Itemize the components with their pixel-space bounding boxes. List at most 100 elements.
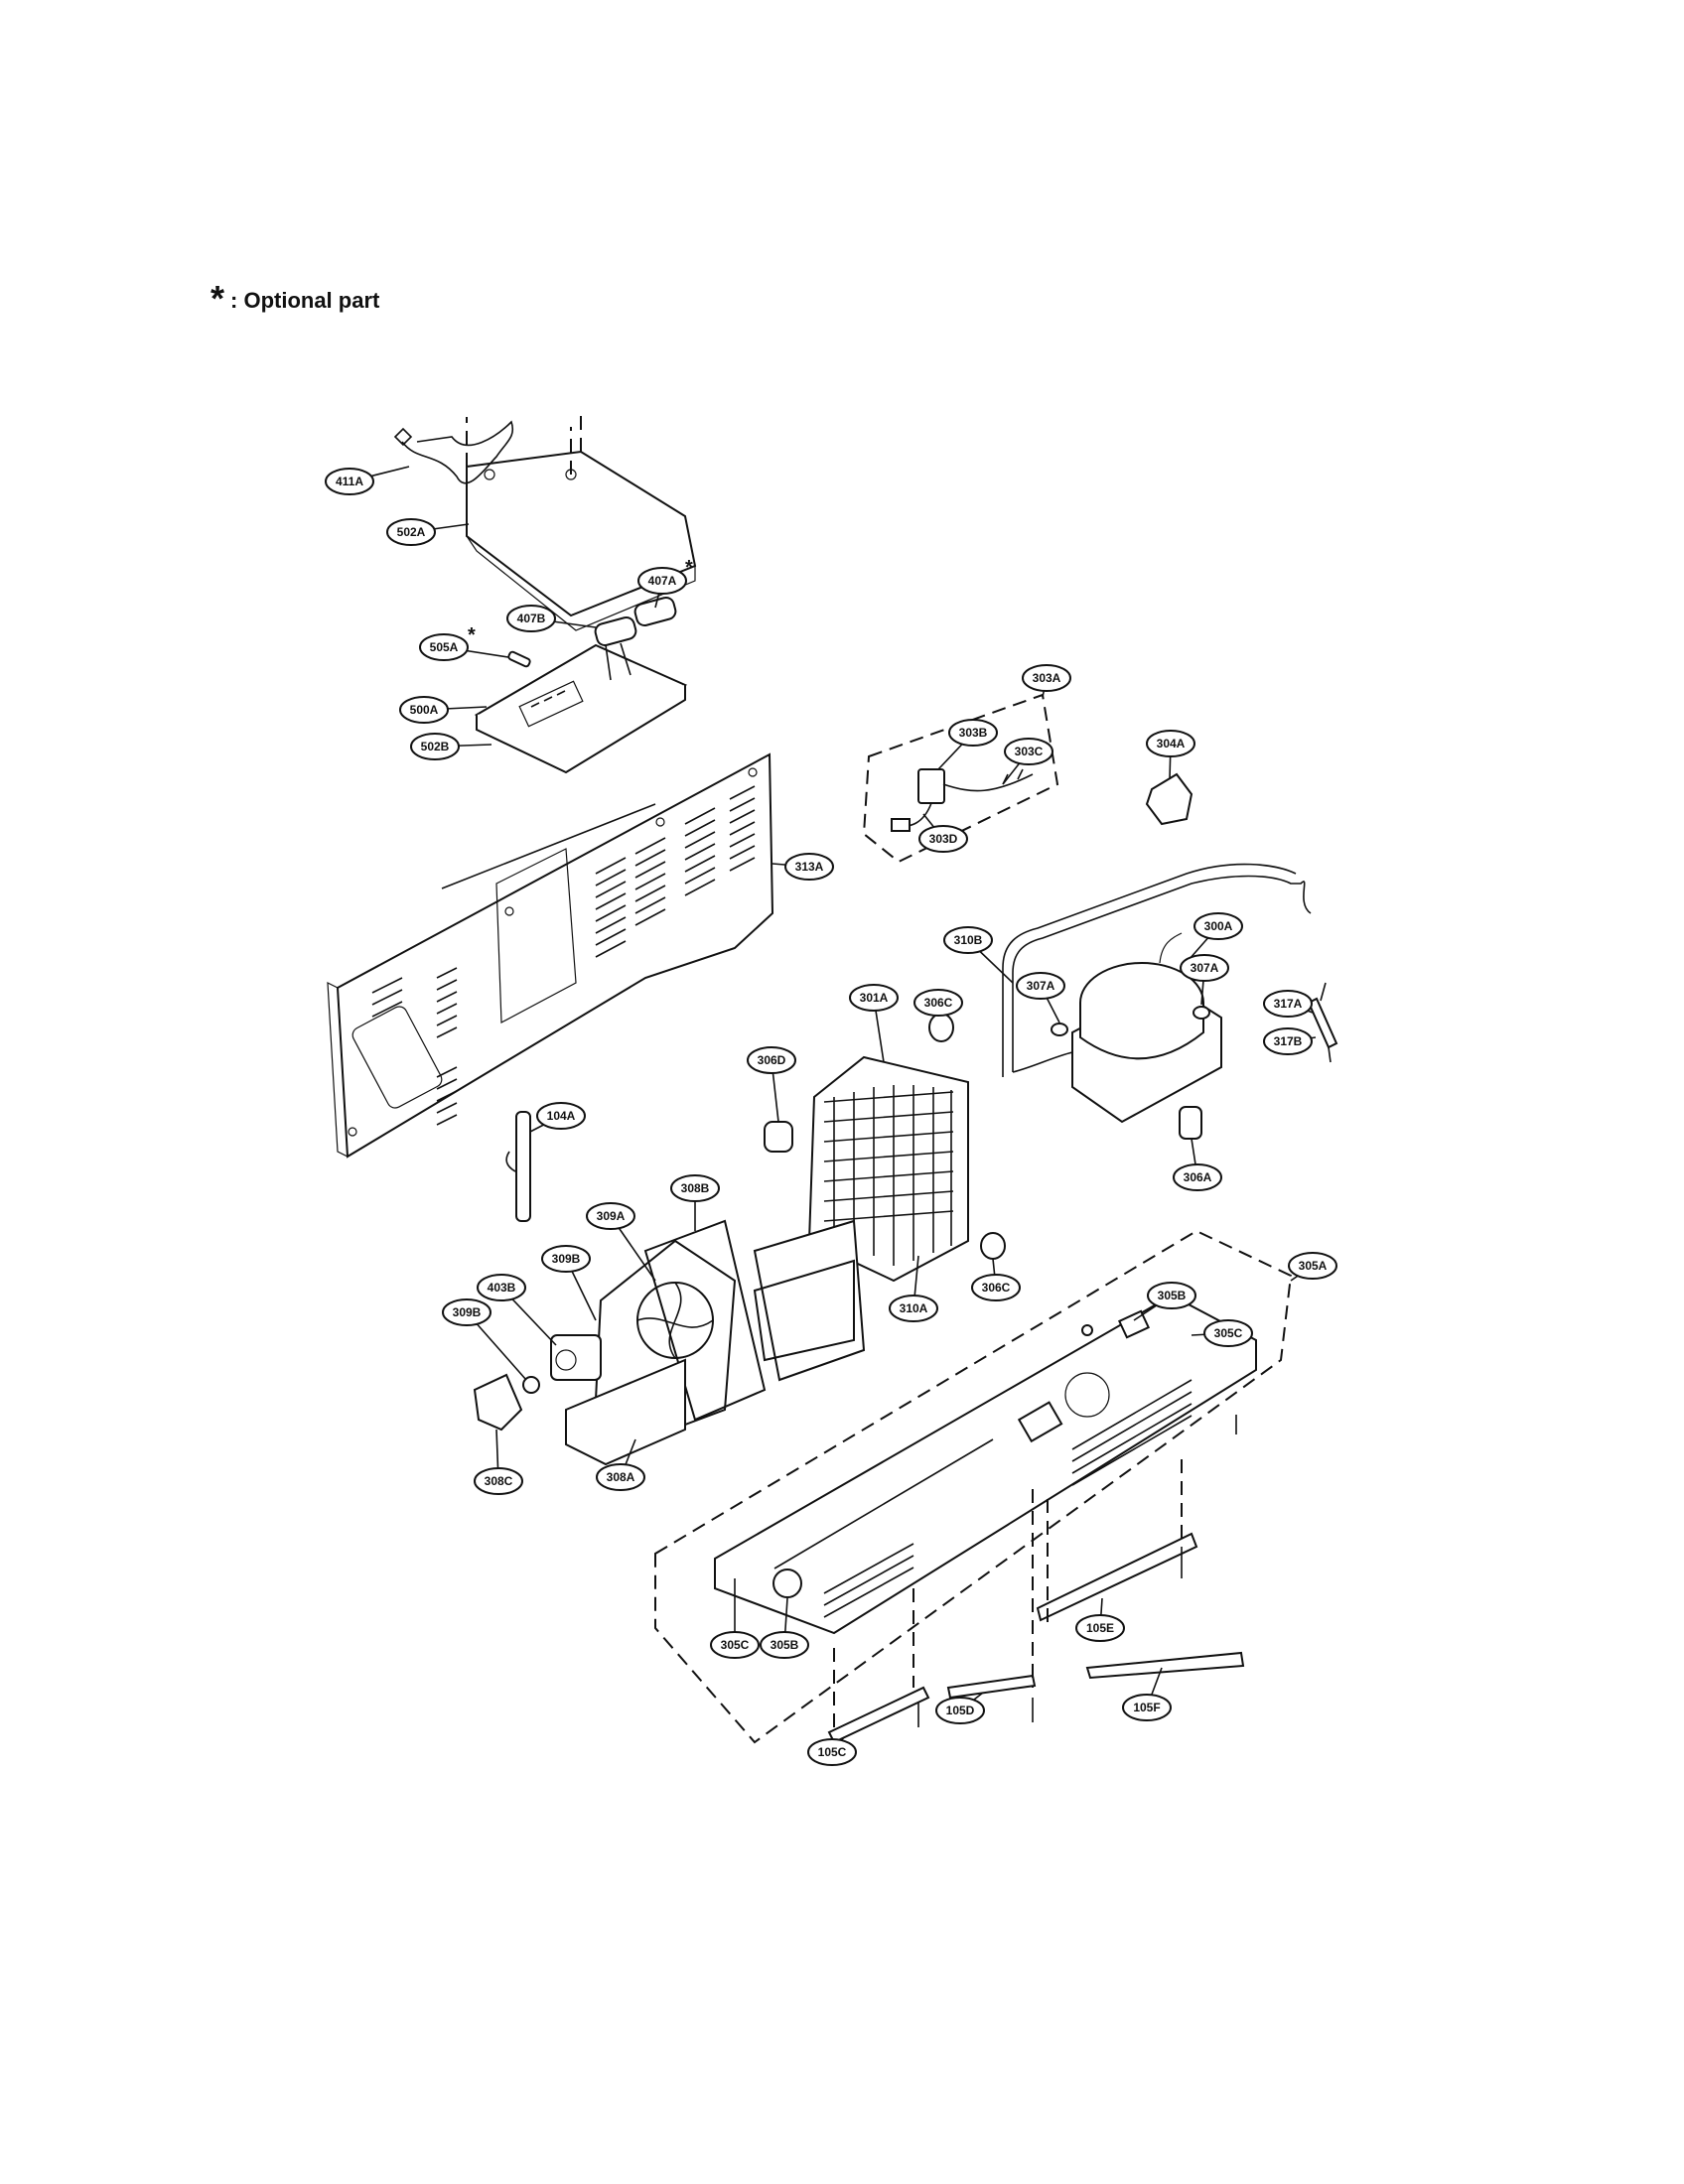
part-number-label: 308A [607,1470,635,1484]
callout-oval [1263,1027,1313,1055]
callout-317b: 317B [1263,1027,1317,1055]
callout-oval [935,1697,985,1724]
cover-clip-304a [1145,772,1193,826]
motor-bracket-308a [565,1358,686,1466]
part-number-label: 303B [959,726,988,740]
callout-403b: 403B [477,1274,557,1346]
callout-oval [948,719,998,747]
callout-305a: 305A [1288,1252,1337,1282]
callout-308c: 308C [474,1429,523,1495]
callout-oval [710,1631,760,1659]
callout-407a: 407A [637,567,687,609]
callout-105c: 105C [807,1736,857,1766]
callout-305c-bottom: 305C [710,1603,760,1659]
callout-308a: 308A [596,1438,645,1491]
top-cover-502a [466,412,697,631]
callout-oval [1016,972,1065,1000]
part-number-label: 305C [721,1638,750,1652]
callout-309b-left: 309B [442,1298,527,1381]
callout-oval [1147,1282,1196,1309]
callout-105d: 105D [935,1692,985,1724]
callout-oval [541,1245,591,1273]
callout-oval [760,1631,809,1659]
part-number-label: 505A [430,640,459,654]
part-number-label: 305B [1158,1289,1187,1302]
callout-303b: 303B [937,719,998,770]
callout-oval [670,1174,720,1202]
callout-oval [474,1467,523,1495]
callout-oval [325,468,374,495]
callout-411a: 411A [325,466,410,495]
callout-oval [1022,664,1071,692]
motor-mount-308c [473,1373,523,1432]
callout-306d: 306D [747,1046,796,1123]
callout-oval [1122,1694,1172,1721]
callout-300a: 300A [1181,912,1243,969]
part-number-label: 500A [410,703,439,717]
callout-303a: 303A [1022,664,1071,698]
part-number-label: 300A [1204,919,1233,933]
drain-pipe-104a [505,1111,531,1222]
power-cord-411a [393,420,514,484]
damper-306c-bottom [980,1232,1006,1260]
callout-oval [889,1295,938,1322]
callout-oval [1173,1163,1222,1191]
callout-305c-top: 305C [1191,1319,1253,1347]
callout-oval [747,1046,796,1074]
part-number-label: 105C [818,1745,847,1759]
part-number-label: 303A [1033,671,1061,685]
callout-306c-top: 306C [913,989,963,1017]
callout-oval [442,1298,491,1326]
cover-strips-105 [827,1459,1245,1744]
part-number-label: 308C [485,1474,513,1488]
callout-oval [1075,1614,1125,1642]
callout-307a-right: 307A [1180,954,1229,1006]
part-number-label: 502A [397,525,426,539]
callout-oval [477,1274,526,1301]
part-number-label: 303C [1015,745,1044,758]
part-number-label: 105D [946,1704,975,1717]
part-number-label: 305A [1299,1259,1328,1273]
callout-oval [1193,912,1243,940]
part-number-label: 407B [517,612,546,625]
callout-oval [1004,738,1053,765]
part-number-label: 317A [1274,997,1303,1011]
part-number-label: 310B [954,933,983,947]
part-number-label: 307A [1191,961,1219,975]
callout-502b: 502B [410,733,492,760]
callout-oval [1263,990,1313,1018]
relay-kit-303a [862,693,1059,864]
part-number-label: 305B [771,1638,799,1652]
part-number-label: 309A [597,1209,626,1223]
refrigerant-tubing [1002,863,1312,1077]
compressor-300a [1071,932,1222,1124]
part-number-label: 317B [1274,1034,1303,1048]
part-number-label: 301A [860,991,889,1005]
callout-304a: 304A [1146,730,1195,780]
part-number-label: 306A [1184,1170,1212,1184]
part-number-label: 309B [552,1252,581,1266]
part-number-label: 105F [1133,1701,1160,1714]
callout-oval [1288,1252,1337,1280]
grommets-307a [1051,1006,1210,1036]
callout-oval [784,853,834,881]
rear-panel-vents [371,785,756,1126]
part-number-label: 310A [900,1301,928,1315]
callout-oval [913,989,963,1017]
callout-310a: 310A [889,1255,938,1322]
callout-105e: 105E [1075,1597,1125,1642]
callout-306c-bottom: 306C [971,1258,1021,1301]
part-number-label: 313A [795,860,824,874]
callout-oval [586,1202,635,1230]
part-number-label: 309B [453,1305,482,1319]
part-number-label: 303D [929,832,958,846]
callout-oval [506,605,556,632]
capacitors-407 [594,596,677,681]
callout-308b: 308B [670,1174,720,1231]
fuse-505a [507,650,531,668]
callout-309b-right: 309B [541,1245,597,1321]
part-number-label: 411A [336,475,363,488]
feet-305b-305c [734,1309,1237,1603]
part-number-label: 306C [924,996,953,1010]
callout-310b: 310B [943,926,1014,984]
